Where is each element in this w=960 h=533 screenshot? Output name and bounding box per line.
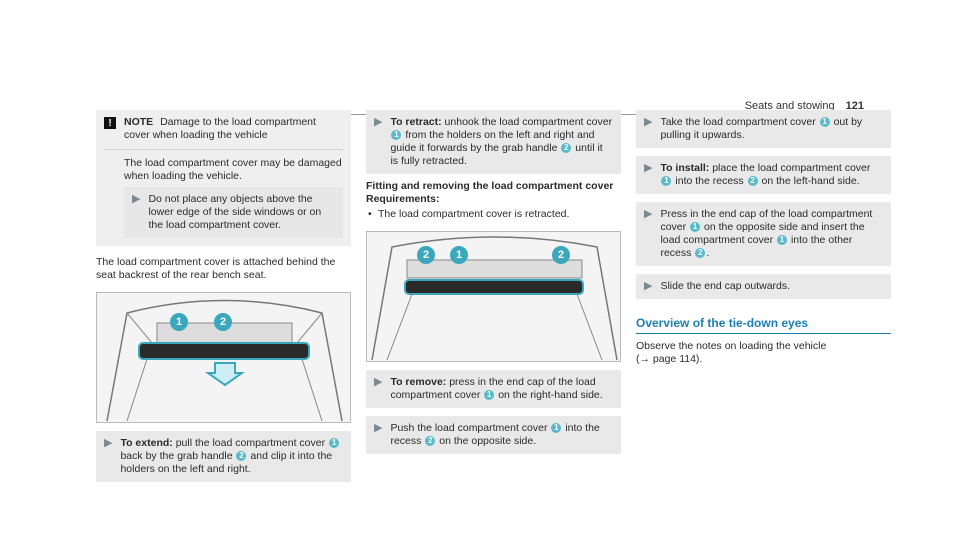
arrow-right-icon: ▶	[374, 422, 383, 434]
arrow-right-icon: ▶	[644, 116, 653, 128]
step-take: ▶ Take the load compartment cover 1 out …	[636, 110, 891, 148]
step-take-text: Take the load compartment cover 1 out by…	[660, 116, 883, 142]
cargo-illustration-2	[367, 232, 620, 361]
marker-1: 1	[819, 117, 830, 128]
marker-1: 1	[329, 438, 340, 449]
note-heading: NOTE Damage to the load compartment cove…	[124, 116, 343, 142]
callout-1: 1	[450, 246, 468, 264]
press-text-2: on the opposite side and insert the load…	[660, 221, 865, 246]
retract-text-2: from the holders on the left and right a…	[390, 129, 595, 154]
figure-cover-remove: 2 1 2	[366, 231, 621, 362]
requirement-item: The load compartment cover is retracted.	[366, 208, 621, 221]
column-2: ▶ To retract: unhook the load compartmen…	[366, 110, 621, 454]
step-push-text: Push the load compartment cover 1 into t…	[390, 422, 613, 448]
note-text: Damage to the load compartment cover whe…	[124, 116, 316, 141]
callout-2-right: 2	[552, 246, 570, 264]
note-title: NOTE	[124, 116, 154, 128]
step-push: ▶ Push the load compartment cover 1 into…	[366, 416, 621, 454]
step-press: ▶ Press in the end cap of the load compa…	[636, 202, 891, 266]
observe-paragraph: Observe the notes on loading the vehicle…	[636, 340, 891, 366]
install-text-2: into the recess	[675, 175, 744, 187]
slide-text: Slide the end cap outwards.	[660, 280, 791, 292]
marker-2: 2	[561, 143, 572, 154]
header-section: Seats and stowing	[744, 100, 835, 112]
note-box: ! NOTE Damage to the load compartment co…	[96, 110, 351, 246]
observe-text: Observe the notes on loading the vehicle	[636, 340, 827, 352]
column-1: ! NOTE Damage to the load compartment co…	[96, 110, 351, 482]
marker-1: 1	[391, 130, 402, 141]
retract-label: To retract:	[390, 116, 442, 128]
requirements-list: The load compartment cover is retracted.	[366, 208, 621, 221]
callout-2: 2	[214, 313, 232, 331]
push-text-1: Push the load compartment cover	[390, 422, 548, 434]
arrow-right-icon: ▶	[132, 193, 141, 205]
note-bullet-text: Do not place any objects above the lower…	[148, 193, 322, 231]
step-remove: ▶ To remove: press in the end cap of the…	[366, 370, 621, 408]
push-text-2: into the recess	[390, 422, 600, 447]
intro-paragraph: The load compartment cover is attached b…	[96, 256, 336, 281]
arrow-right-icon: ▶	[374, 376, 383, 388]
take-text-2: out by pulling it upwards.	[660, 116, 863, 141]
step-retract-text: To retract: unhook the load compartment …	[390, 116, 613, 168]
retract-text-1: unhook the load compartment cover	[444, 116, 613, 128]
remove-text-2: on the right-hand side.	[498, 389, 603, 401]
press-text-3: into the other recess	[660, 234, 853, 259]
marker-1: 1	[484, 390, 495, 401]
arrow-right-icon: ▶	[644, 162, 653, 174]
arrow-right-icon: ▶	[644, 208, 653, 220]
extend-label: To extend:	[120, 437, 173, 449]
install-text-1: place the load compartment cover	[712, 162, 871, 174]
extend-text-2: back by the grab handle	[120, 450, 233, 462]
remove-label: To remove:	[390, 376, 447, 388]
press-text-1: Press in the end cap of the load compart…	[660, 208, 873, 233]
arrow-right-icon: ▶	[374, 116, 383, 128]
figure-cover-extend: 1 2	[96, 292, 351, 423]
running-header: Seats and stowing 121	[745, 100, 864, 112]
arrow-right-icon: ▶	[104, 437, 113, 449]
column-3: ▶ Take the load compartment cover 1 out …	[636, 110, 891, 366]
marker-2: 2	[236, 451, 247, 462]
take-text-1: Take the load compartment cover	[660, 116, 816, 128]
marker-2: 2	[425, 436, 436, 447]
note-body: The load compartment cover may be damage…	[124, 157, 342, 182]
page-number: 121	[845, 100, 864, 112]
install-label: To install:	[660, 162, 710, 174]
step-press-text: Press in the end cap of the load compart…	[660, 208, 873, 259]
callout-2-left: 2	[417, 246, 435, 264]
page-reference-link[interactable]: (→ page 114).	[636, 353, 703, 365]
cargo-illustration-1	[97, 293, 350, 422]
remove-text-1: press in the end cap of the load compart…	[390, 376, 596, 401]
note-divider	[104, 149, 343, 150]
section-title: Overview of the tie-down eyes	[636, 317, 891, 334]
install-text-3: on the left-hand side.	[761, 175, 860, 187]
step-extend: ▶ To extend: pull the load compartment c…	[96, 431, 351, 482]
note-head: ! NOTE Damage to the load compartment co…	[104, 116, 343, 142]
marker-2: 2	[695, 248, 706, 259]
extend-text-1: pull the load compartment cover	[175, 437, 326, 449]
step-remove-text: To remove: press in the end cap of the l…	[390, 376, 613, 402]
marker-1: 1	[690, 222, 701, 233]
retract-text-3: until it is fully retracted.	[390, 142, 603, 167]
step-extend-text: To extend: pull the load compartment cov…	[120, 437, 343, 476]
step-slide: ▶ Slide the end cap outwards.	[636, 274, 891, 299]
extend-text-3: and clip it into the holders on the left…	[120, 450, 333, 475]
requirements-label: Requirements:	[366, 193, 440, 205]
fitting-title: Fitting and removing the load compartmen…	[366, 180, 614, 192]
marker-1: 1	[551, 423, 562, 434]
note-bullet: ▶ Do not place any objects above the low…	[124, 187, 343, 238]
step-install: ▶ To install: place the load compartment…	[636, 156, 891, 194]
push-text-3: on the opposite side.	[439, 435, 537, 447]
step-install-text: To install: place the load compartment c…	[660, 162, 883, 188]
step-retract: ▶ To retract: unhook the load compartmen…	[366, 110, 621, 174]
marker-1b: 1	[777, 235, 788, 246]
marker-2: 2	[747, 176, 758, 187]
marker-1: 1	[661, 176, 672, 187]
warning-icon: !	[104, 117, 116, 129]
arrow-right-icon: ▶	[644, 280, 653, 292]
callout-1: 1	[170, 313, 188, 331]
